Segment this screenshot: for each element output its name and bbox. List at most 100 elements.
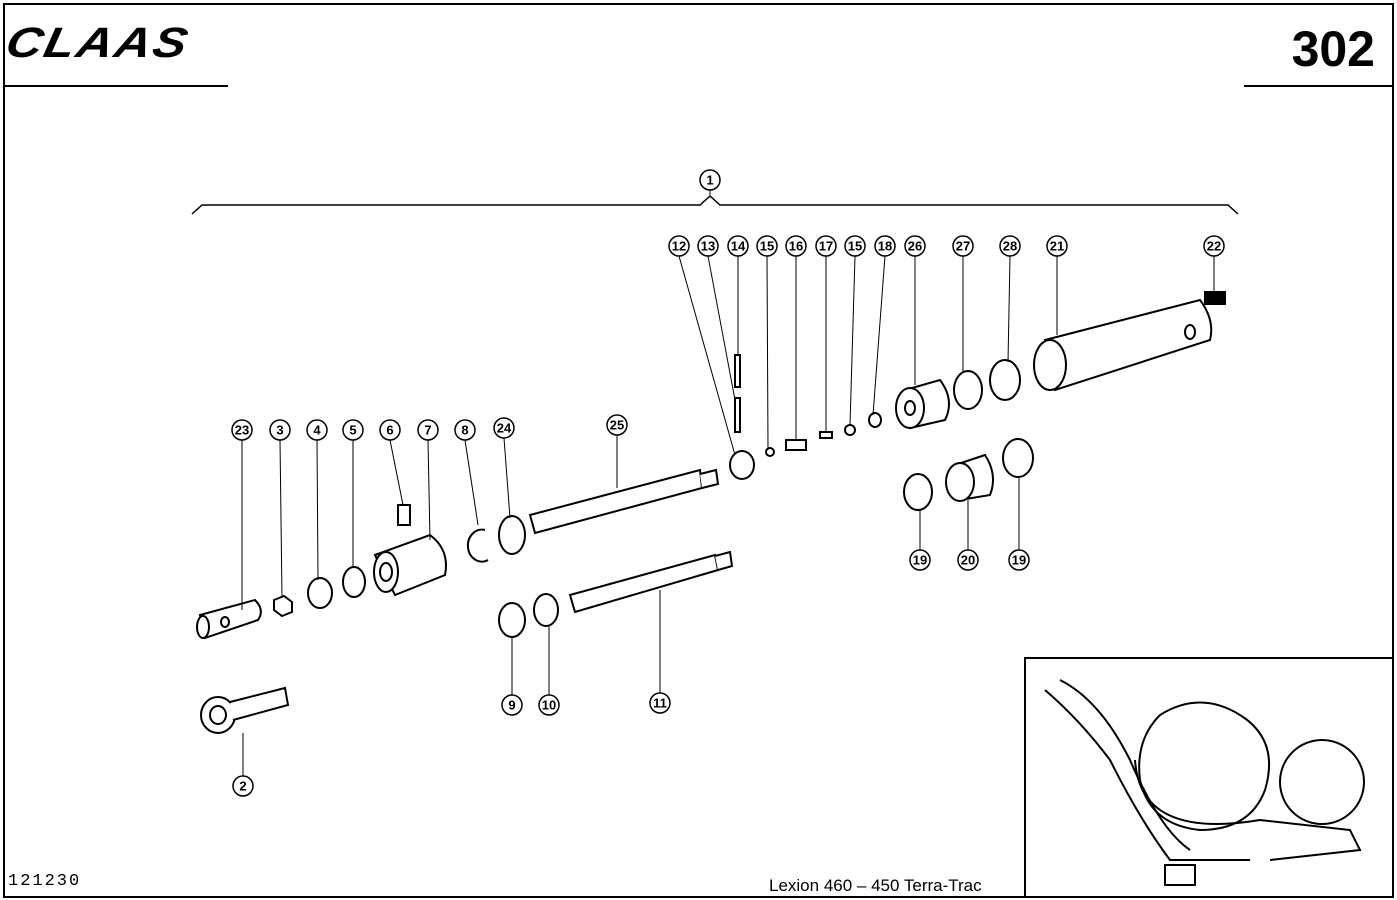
- callout-1: 1: [699, 169, 721, 195]
- part-circlip: [466, 528, 489, 563]
- callout-22: 22: [1203, 235, 1225, 292]
- callout-5: 5: [342, 419, 364, 568]
- leader-line: [872, 255, 886, 416]
- callout-circle: [501, 694, 523, 716]
- part-ball-15b: [844, 424, 856, 436]
- callout-circle: [649, 692, 671, 714]
- part-seal-28: [989, 359, 1021, 401]
- callout-circle: [1046, 235, 1068, 257]
- callout-circle: [909, 549, 931, 571]
- callout-circle: [785, 235, 807, 257]
- callout-circle: [727, 235, 749, 257]
- page-number: 302: [1291, 21, 1375, 77]
- callout-16: 16: [785, 235, 807, 440]
- drawing-code: 121230: [8, 872, 82, 891]
- callout-circle: [269, 419, 291, 441]
- callout-number: 22: [1207, 239, 1221, 254]
- callout-number: 7: [424, 423, 431, 438]
- leader-line: [707, 255, 736, 401]
- part-seal-19b: [1002, 438, 1034, 478]
- callout-11: 11: [649, 590, 671, 714]
- callout-number: 13: [701, 239, 715, 254]
- leader-line: [427, 439, 431, 541]
- part-spring-16: [785, 439, 807, 451]
- leader-line: [279, 439, 283, 599]
- callout-10: 10: [538, 626, 560, 716]
- callout-2: 2: [232, 733, 254, 797]
- callout-circle: [538, 694, 560, 716]
- callout-circle: [999, 235, 1021, 257]
- callout-number: 19: [1012, 553, 1026, 568]
- part-cylinder-tube: [1033, 298, 1213, 392]
- callout-24: 24: [493, 417, 515, 519]
- callout-number: 19: [913, 553, 927, 568]
- part-o-ring-10: [533, 593, 559, 627]
- callout-3: 3: [269, 419, 291, 599]
- callout-14: 14: [727, 235, 749, 355]
- callout-7: 7: [417, 419, 439, 541]
- callout-17: 17: [815, 235, 837, 432]
- part-pin-13: [734, 397, 741, 433]
- part-guide-ring: [498, 515, 526, 555]
- part-ring-5: [342, 566, 366, 598]
- part-seal-19a: [903, 473, 933, 511]
- callout-number: 15: [848, 239, 862, 254]
- callout-number: 5: [349, 423, 356, 438]
- callout-number: 12: [672, 239, 686, 254]
- callout-number: 3: [276, 423, 283, 438]
- part-clevis: [196, 598, 262, 640]
- callout-4: 4: [306, 419, 328, 581]
- callout-circle: [379, 419, 401, 441]
- callout-number: 16: [789, 239, 803, 254]
- model-caption: Lexion 460 – 450 Terra-Trac: [769, 876, 982, 895]
- callout-26: 26: [904, 235, 926, 385]
- callout-circle: [952, 235, 974, 257]
- callout-circle: [454, 419, 476, 441]
- callout-number: 21: [1050, 239, 1064, 254]
- callout-number: 9: [508, 698, 515, 713]
- callout-number: 23: [235, 423, 249, 438]
- callout-circle: [815, 235, 837, 257]
- assembly-bracket: [191, 194, 1239, 215]
- part-ring-4: [307, 577, 333, 609]
- callout-6: 6: [379, 419, 404, 506]
- callout-number: 17: [819, 239, 833, 254]
- callout-circle: [417, 419, 439, 441]
- part-grease-nipple: [397, 504, 411, 526]
- part-piston-20: [945, 453, 995, 502]
- callout-circle: [231, 419, 253, 441]
- part-cylinder-head: [373, 533, 447, 597]
- callout-circle: [1203, 235, 1225, 257]
- callout-circle: [756, 235, 778, 257]
- claas-logo: CLAAS: [1, 18, 195, 67]
- inset-idler-wheel: [1279, 739, 1365, 825]
- callout-circle: [232, 775, 254, 797]
- callout-19: 19: [909, 510, 931, 571]
- leader-line: [678, 255, 736, 456]
- part-nut: [273, 594, 293, 618]
- callout-number: 25: [610, 418, 624, 433]
- callout-circle: [697, 235, 719, 257]
- part-piston-rod-lower: [568, 550, 734, 614]
- callout-number: 26: [908, 239, 922, 254]
- callout-number: 2: [239, 779, 246, 794]
- callout-8: 8: [454, 419, 479, 526]
- callout-13: 13: [697, 235, 736, 401]
- part-ball-15: [765, 447, 775, 457]
- callout-circle: [1008, 549, 1030, 571]
- callout-circle: [844, 235, 866, 257]
- callout-number: 11: [653, 696, 667, 711]
- callout-20: 20: [957, 500, 979, 571]
- callout-number: 15: [760, 239, 774, 254]
- leader-line: [316, 439, 319, 581]
- leader-line: [389, 439, 404, 506]
- callout-circle: [904, 235, 926, 257]
- callout-circle: [874, 235, 896, 257]
- callout-number: 6: [386, 423, 393, 438]
- part-piston-rod: [528, 468, 720, 535]
- callout-number: 27: [956, 239, 970, 254]
- callout-18: 18: [872, 235, 896, 416]
- leader-line: [1007, 255, 1011, 363]
- callout-number: 14: [731, 239, 746, 254]
